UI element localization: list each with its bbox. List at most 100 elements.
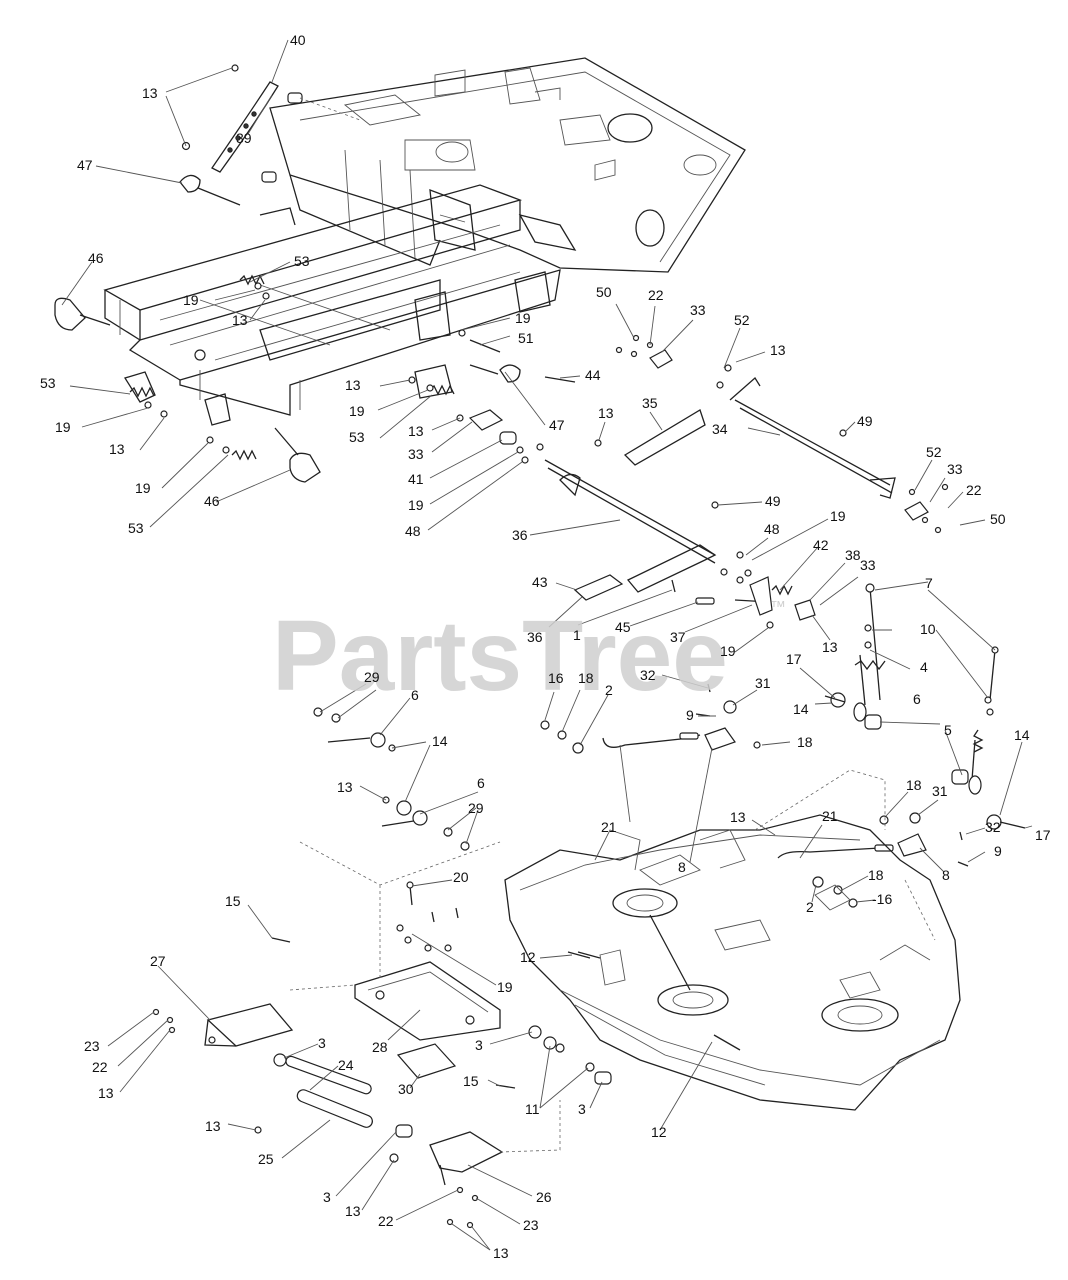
callout-label: 18 (578, 670, 594, 686)
callout-label: 43 (532, 574, 548, 590)
callout-label: 15 (463, 1073, 479, 1089)
callout-label: 12 (651, 1124, 667, 1140)
callout-label: 10 (920, 621, 936, 637)
callout-label: 7 (925, 575, 933, 591)
callout-label: 53 (349, 429, 365, 445)
callout-label: 6 (411, 687, 419, 703)
callout-label: 2 (806, 899, 814, 915)
callout-label: 22 (648, 287, 664, 303)
callout-label: 13 (493, 1245, 509, 1261)
callout-label: 45 (615, 619, 631, 635)
front-hanger-drawing (152, 841, 612, 1229)
callout-label: 19 (408, 497, 424, 513)
callout-label: 16 (548, 670, 564, 686)
callout-label: 21 (822, 808, 838, 824)
callout-label: 12 (520, 949, 536, 965)
callout-label: 33 (860, 557, 876, 573)
callout-label: 19 (183, 292, 199, 308)
callout-label: 8 (678, 859, 686, 875)
callout-label: 53 (128, 520, 144, 536)
callout-label: 3 (475, 1037, 483, 1053)
callout-label: 5 (944, 722, 952, 738)
callout-label: 33 (408, 446, 424, 462)
callout-label: 32 (640, 667, 656, 683)
callout-label: 36 (527, 629, 543, 645)
callout-label: 3 (578, 1101, 586, 1117)
callout-label: 28 (372, 1039, 388, 1055)
callout-label: 13 (205, 1118, 221, 1134)
callout-label: 17 (786, 651, 802, 667)
leader-lines (61, 39, 1033, 1251)
callout-label: 1 (573, 627, 581, 643)
callout-label: 15 (225, 893, 241, 909)
callout-label: 31 (932, 783, 948, 799)
main-frame-drawing (103, 57, 746, 426)
callout-label: 47 (549, 417, 565, 433)
callout-label: 13 (598, 405, 614, 421)
callout-label: 31 (755, 675, 771, 691)
callout-label: 21 (601, 819, 617, 835)
callout-label: 36 (512, 527, 528, 543)
callout-label: 26 (536, 1189, 552, 1205)
callout-label: 46 (88, 250, 104, 266)
callout-label: 41 (408, 471, 424, 487)
callout-label: 22 (92, 1059, 108, 1075)
callout-label: 19 (55, 419, 71, 435)
callout-label: 6 (477, 775, 485, 791)
callout-label: 13 (822, 639, 838, 655)
callout-label: 3 (318, 1035, 326, 1051)
callout-label: 2 (605, 682, 613, 698)
callout-label: 33 (947, 461, 963, 477)
callout-label: 18 (868, 867, 884, 883)
callout-label: 17 (1035, 827, 1051, 843)
callout-label: 38 (845, 547, 861, 563)
callout-label: 23 (523, 1217, 539, 1233)
callout-label: 19 (720, 643, 736, 659)
callout-label: 18 (906, 777, 922, 793)
callout-label: 51 (518, 330, 534, 346)
callout-label: 13 (142, 85, 158, 101)
callout-label: 19 (135, 480, 151, 496)
callout-label: 19 (497, 979, 513, 995)
callout-label: 35 (642, 395, 658, 411)
callout-label: 13 (345, 1203, 361, 1219)
lift-linkage-drawing (544, 334, 1026, 830)
callout-label: 13 (109, 441, 125, 457)
callout-label: 4 (920, 659, 928, 675)
callout-label: 22 (378, 1213, 394, 1229)
callout-label: 11 (525, 1101, 540, 1117)
watermark-trademark: ™ (770, 599, 786, 616)
left-rods-drawing (313, 707, 470, 851)
callout-label: 49 (857, 413, 873, 429)
callout-label: 20 (453, 869, 469, 885)
callout-label: 9 (686, 707, 694, 723)
callout-label: 39 (236, 130, 252, 146)
callout-label: 50 (990, 511, 1006, 527)
callout-label: 14 (793, 701, 809, 717)
callout-label: 32 (985, 819, 1001, 835)
callout-label: 9 (994, 843, 1002, 859)
callout-label: 19 (349, 403, 365, 419)
callout-label: 47 (77, 157, 93, 173)
callout-label: 52 (926, 444, 942, 460)
callout-label: 19 (830, 508, 846, 524)
callout-label: 42 (813, 537, 829, 553)
callout-label: 19 (515, 310, 531, 326)
callout-label: 14 (1014, 727, 1030, 743)
callout-labels: 40 13 39 47 46 53 19 13 53 19 13 19 53 4… (40, 32, 1051, 1261)
callout-label: 48 (764, 521, 780, 537)
mower-deck-drawing (504, 769, 961, 1111)
callout-label: 34 (712, 421, 728, 437)
callout-label: 37 (670, 629, 686, 645)
callout-label: 25 (258, 1151, 274, 1167)
callout-label: -16 (872, 891, 892, 907)
callout-label: 13 (337, 779, 353, 795)
callout-label: 53 (40, 375, 56, 391)
callout-label: 18 (797, 734, 813, 750)
callout-label: 33 (690, 302, 706, 318)
center-rods-drawing (540, 683, 969, 908)
callout-label: 46 (204, 493, 220, 509)
watermark-text: PartsTree (272, 600, 728, 712)
